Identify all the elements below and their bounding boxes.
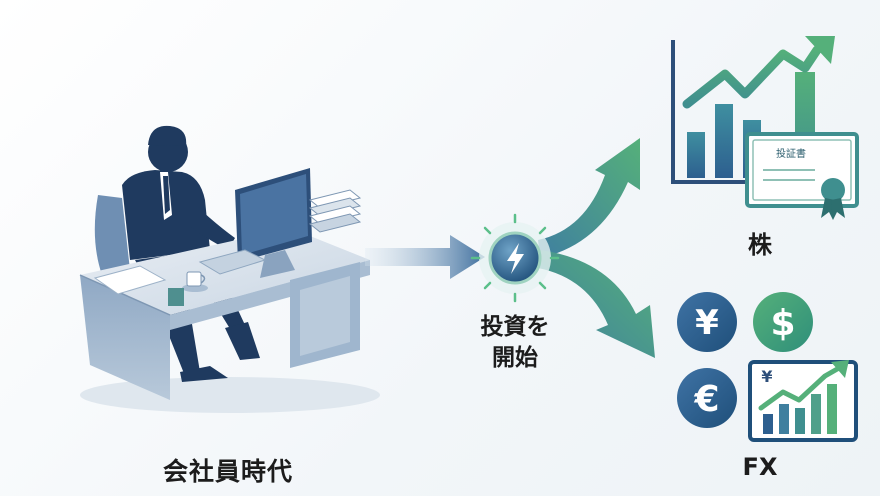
flow-arrows xyxy=(365,138,655,358)
euro-symbol: € xyxy=(693,379,719,420)
keyboard xyxy=(198,249,267,275)
yen-symbol: ¥ xyxy=(695,303,719,343)
dollar-symbol: $ xyxy=(770,303,795,344)
yen-coin-icon: ¥ xyxy=(677,292,737,352)
office-worker-illustration xyxy=(79,125,380,413)
fx-illustration: ¥ $ € ¥ xyxy=(677,292,858,442)
coffee-cup xyxy=(182,271,208,292)
start-label-line1: 投資を xyxy=(480,314,550,340)
pen-holder xyxy=(168,288,184,306)
main-arrow xyxy=(365,235,485,279)
dollar-coin-icon: $ xyxy=(753,292,813,352)
file-stack xyxy=(308,189,362,233)
trend-up-arrow xyxy=(682,45,822,109)
start-label-line2: 開始 xyxy=(492,345,538,371)
stock-certificate: 投証書 xyxy=(745,132,859,220)
stock-bar xyxy=(715,104,733,178)
stock-illustration: 投証書 xyxy=(671,36,859,220)
yen-small-symbol: ¥ xyxy=(761,367,772,386)
certificate-text: 投証書 xyxy=(776,147,806,160)
fx-chart-card: ¥ xyxy=(748,360,858,442)
lightning-icon xyxy=(507,243,524,274)
arrow-to-fx xyxy=(538,250,655,358)
investment-start-hub xyxy=(470,213,560,303)
euro-coin-icon: € xyxy=(677,368,737,428)
monitor xyxy=(235,168,312,278)
fx-label: FX xyxy=(742,453,778,481)
papers xyxy=(93,265,167,295)
seal-icon xyxy=(821,178,845,202)
investment-start-label: 投資を 開始 xyxy=(455,312,575,374)
stock-bar xyxy=(687,132,705,178)
arrow-to-stock xyxy=(538,138,640,258)
stock-label: 株 xyxy=(748,231,772,259)
office-worker-label: 会社員時代 xyxy=(162,457,293,486)
